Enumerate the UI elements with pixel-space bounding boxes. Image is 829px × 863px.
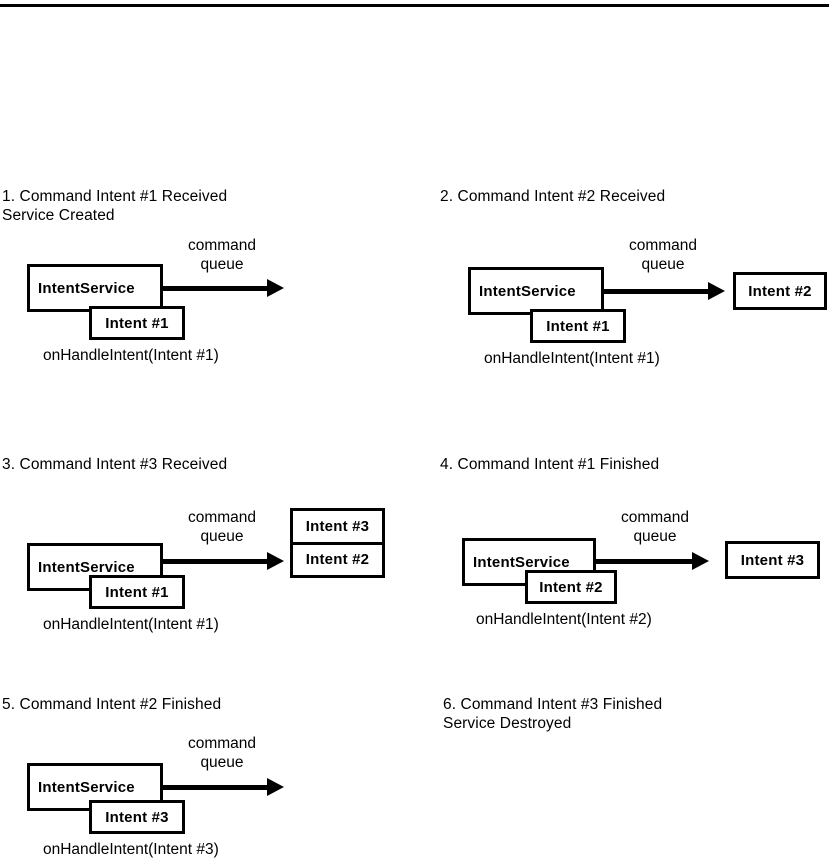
panel-3-queue-stack: Intent #3 Intent #2 <box>290 508 385 578</box>
panel-6-title: 6. Command Intent #3 Finished Service De… <box>443 696 663 732</box>
panel-2-current-intent-box: Intent #1 <box>530 309 626 343</box>
panel-3-intentservice-box: IntentService <box>27 543 163 591</box>
panel-1-queue-arrow-shaft <box>161 286 269 291</box>
panel-4-title: 4. Command Intent #1 Finished <box>440 456 660 473</box>
panel-2-intentservice-label: IntentService <box>479 282 576 300</box>
panel-2-onhandleintent-label: onHandleIntent(Intent #1) <box>484 350 660 367</box>
panel-4-queue-arrow-shaft <box>594 559 694 564</box>
panel-4-queue-item-0: Intent #3 <box>725 541 820 579</box>
panel-3-queue-item-1-label: Intent #2 <box>305 551 370 569</box>
panel-5-onhandleintent-label: onHandleIntent(Intent #3) <box>43 841 219 858</box>
panel-1-queue-label: command queue <box>187 237 257 273</box>
panel-2-intentservice-box: IntentService <box>468 267 604 315</box>
panel-5-intentservice-label: IntentService <box>38 778 135 796</box>
panel-4-intentservice-label: IntentService <box>473 553 570 571</box>
panel-4-current-intent-label: Intent #2 <box>539 578 603 596</box>
panel-1-queue-arrow-head <box>267 279 284 297</box>
panel-1-onhandleintent-label: onHandleIntent(Intent #1) <box>43 347 219 364</box>
panel-4-queue-item-0-label: Intent #3 <box>740 551 805 569</box>
panel-3-title: 3. Command Intent #3 Received <box>2 456 228 473</box>
panel-5-current-intent-label: Intent #3 <box>105 808 169 826</box>
panel-1-intentservice-label: IntentService <box>38 279 135 297</box>
panel-4-queue-label: command queue <box>620 509 690 545</box>
panel-1-current-intent-label: Intent #1 <box>105 314 169 332</box>
panel-2-current-intent-label: Intent #1 <box>546 317 610 335</box>
panel-1-title: 1. Command Intent #1 Received Service Cr… <box>2 188 228 224</box>
panel-1-current-intent-box: Intent #1 <box>89 306 185 340</box>
panel-4-current-intent-box: Intent #2 <box>525 570 617 604</box>
panel-5-queue-label: command queue <box>187 735 257 771</box>
panel-2-title: 2. Command Intent #2 Received <box>440 188 666 205</box>
panel-5-queue-arrow-head <box>267 778 284 796</box>
panel-3-current-intent-box: Intent #1 <box>89 575 185 609</box>
panel-2-queue-label: command queue <box>628 237 698 273</box>
panel-3-onhandleintent-label: onHandleIntent(Intent #1) <box>43 616 219 633</box>
panel-3-current-intent-label: Intent #1 <box>105 583 169 601</box>
panel-3-queue-item-0: Intent #3 <box>293 511 382 542</box>
panel-1-intentservice-box: IntentService <box>27 264 163 312</box>
panel-3-intentservice-label: IntentService <box>38 558 135 576</box>
panel-2-queue-arrow-shaft <box>602 289 710 294</box>
panel-5-queue-arrow-shaft <box>161 785 269 790</box>
panel-3-queue-arrow-head <box>267 552 284 570</box>
panel-4-onhandleintent-label: onHandleIntent(Intent #2) <box>476 611 652 628</box>
panel-4-queue-arrow-head <box>692 552 709 570</box>
panel-3-queue-item-1: Intent #2 <box>293 541 382 576</box>
panel-3-queue-label: command queue <box>187 509 257 545</box>
top-horizontal-rule <box>0 4 829 7</box>
panel-2-queue-item-0-label: Intent #2 <box>748 282 812 300</box>
panel-3-queue-arrow-shaft <box>161 559 269 564</box>
panel-5-title: 5. Command Intent #2 Finished <box>2 696 222 713</box>
panel-3-queue-item-0-label: Intent #3 <box>305 517 370 535</box>
panel-5-current-intent-box: Intent #3 <box>89 800 185 834</box>
panel-2-queue-item-0: Intent #2 <box>733 272 827 310</box>
panel-2-queue-arrow-head <box>708 282 725 300</box>
